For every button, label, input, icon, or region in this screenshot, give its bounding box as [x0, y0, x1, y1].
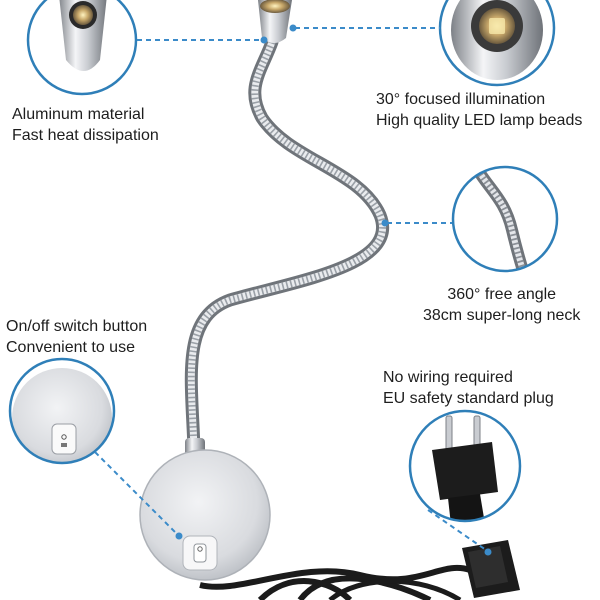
callout-dot-aluminum	[260, 36, 268, 44]
callout-dot-illumination	[289, 24, 297, 32]
callout-illumination	[438, 0, 556, 87]
plug-bottom	[462, 540, 520, 598]
callout-switch	[8, 357, 116, 465]
caption-plug: No wiring required EU safety standard pl…	[383, 367, 554, 409]
caption-illumination-line1: 30° focused illumination	[376, 91, 546, 108]
caption-aluminum-line1: Aluminum material	[12, 106, 145, 123]
caption-switch-line1: On/off switch button	[6, 318, 148, 335]
caption-illumination: 30° focused illumination High quality LE…	[376, 89, 582, 131]
callout-dot-neck	[381, 219, 389, 227]
callout-plug	[408, 409, 522, 523]
caption-neck-line1: 360° free angle	[447, 286, 557, 303]
caption-illumination-line2: High quality LED lamp beads	[376, 112, 583, 129]
callout-neck	[451, 165, 559, 273]
gooseneck-arm	[184, 35, 389, 457]
power-cable	[199, 564, 471, 600]
callout-dot-switch	[175, 532, 183, 540]
base-disc	[139, 449, 271, 581]
caption-switch-line2: Convenient to use	[6, 339, 135, 356]
callout-line-switch	[94, 451, 177, 534]
caption-plug-line1: No wiring required	[383, 369, 513, 386]
caption-plug-line2: EU safety standard plug	[383, 390, 554, 407]
callout-line-plug	[427, 509, 487, 551]
caption-switch: On/off switch button Convenient to use	[6, 316, 147, 358]
caption-aluminum-line2: Fast heat dissipation	[12, 127, 159, 144]
caption-neck-line2: 38cm super-long neck	[423, 307, 581, 324]
caption-aluminum: Aluminum material Fast heat dissipation	[12, 104, 159, 146]
lamp-head	[258, 0, 292, 43]
callout-aluminum	[26, 0, 138, 96]
callout-dot-plug	[484, 548, 492, 556]
caption-neck: 360° free angle 38cm super-long neck	[423, 284, 580, 326]
